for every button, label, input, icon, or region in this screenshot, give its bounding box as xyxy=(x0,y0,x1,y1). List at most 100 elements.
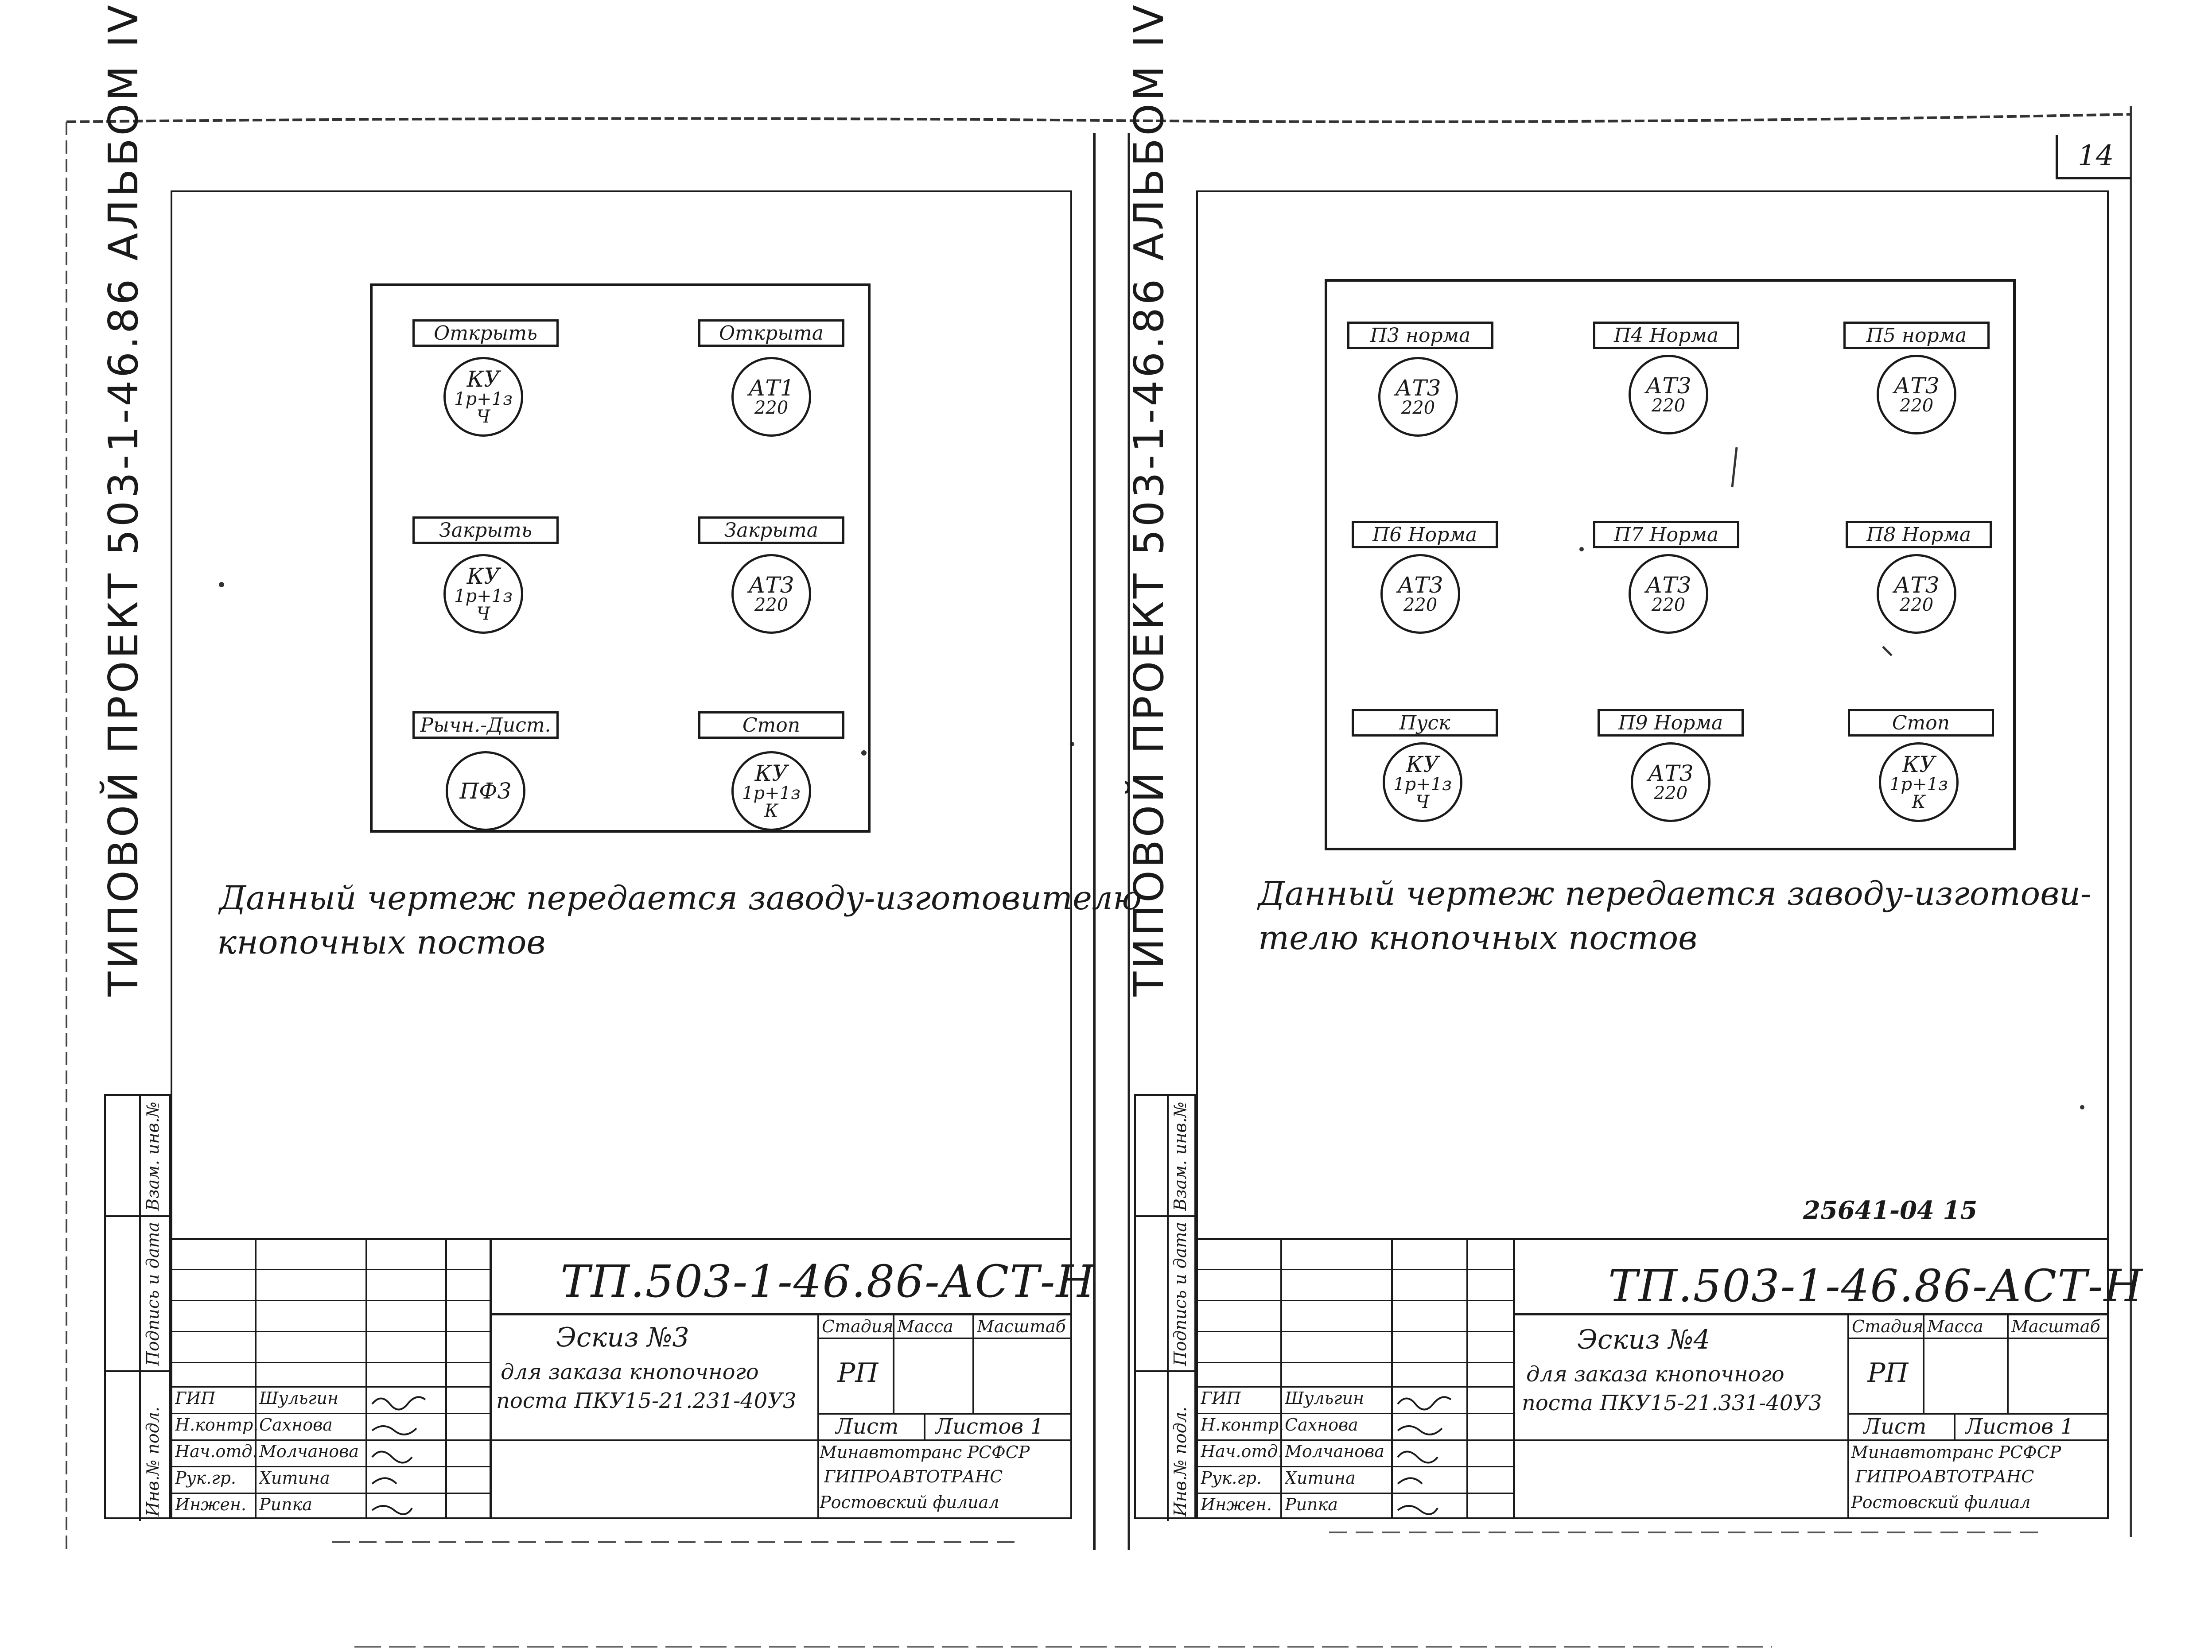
side-field-1: Взам. инв.№ xyxy=(143,1101,163,1211)
title-line-3: поста ПКУ15-21.331-40У3 xyxy=(1522,1391,1822,1415)
button-label: П9 Норма xyxy=(1598,709,1744,737)
note-line-2: телю кнопочных постов xyxy=(1258,919,1698,957)
stage-header: Стадия xyxy=(822,1317,894,1336)
side-field-3: Инв.№ подл. xyxy=(1170,1406,1190,1516)
org-line-1: Минавтотранс РСФСР xyxy=(820,1443,1030,1462)
staff-name: Хитина xyxy=(259,1468,330,1488)
staff-role: ГИП xyxy=(1201,1388,1241,1408)
org-line-2: ГИПРОАВТОТРАНС xyxy=(1855,1467,2034,1486)
staff-name: Сахнова xyxy=(259,1415,333,1435)
album-label-2: ТИПОВОЙ ПРОЕКТ 503-1-46.86 АЛЬБОМ IV xyxy=(1125,2,1173,997)
staff-name: Шульгин xyxy=(259,1388,338,1408)
button-label: П8 Норма xyxy=(1846,521,1992,548)
button-label: П4 Норма xyxy=(1593,322,1739,349)
side-field-2: Подпись и дата xyxy=(143,1222,163,1366)
org-line-3: Ростовский филиал xyxy=(1851,1493,2031,1512)
title-line-2: для заказа кнопочного xyxy=(501,1360,759,1384)
note-line-2: кнопочных постов xyxy=(217,923,546,962)
button-label: Стоп xyxy=(698,711,844,739)
button-label: Открыта xyxy=(698,319,844,347)
note-line-1: Данный чертеж передается заводу-изготови… xyxy=(219,879,1142,917)
staff-name: Хитина xyxy=(1285,1468,1356,1488)
button-label: П5 норма xyxy=(1843,322,1990,349)
staff-name: Рипка xyxy=(1285,1495,1338,1514)
staff-role: ГИП xyxy=(175,1388,216,1408)
org-line-1: Минавтотранс РСФСР xyxy=(1851,1443,2061,1462)
drawing-frame-2 xyxy=(1196,190,2109,1519)
staff-name: Шульгин xyxy=(1285,1388,1364,1408)
drawing-code: ТП.503-1-46.86-АСТ-Н xyxy=(560,1256,1096,1307)
button-label: Стоп xyxy=(1848,709,1994,737)
button-label: Пуск xyxy=(1352,709,1498,737)
title-line-1: Эскиз №4 xyxy=(1577,1324,1711,1355)
side-field-2: Подпись и дата xyxy=(1170,1222,1190,1366)
side-fields-1: Взам. инв.№ Подпись и дата Инв.№ подл. xyxy=(104,1094,172,1521)
staff-name: Сахнова xyxy=(1285,1415,1358,1435)
side-field-1: Взам. инв.№ xyxy=(1170,1101,1190,1211)
scale-header: Масштаб xyxy=(977,1317,1066,1336)
button-label: П3 норма xyxy=(1347,322,1493,349)
stamp-number: 25641-04 15 xyxy=(1803,1196,1978,1225)
staff-name: Молчанова xyxy=(1285,1442,1384,1461)
album-label-1: ТИПОВОЙ ПРОЕКТ 503-1-46.86 АЛЬБОМ IV xyxy=(100,2,147,997)
title-block-2: ТП.503-1-46.86-АСТ-Н Эскиз №4 для заказа… xyxy=(1196,1238,2142,1519)
staff-role: Рук.гр. xyxy=(175,1468,236,1488)
staff-role: Инжен. xyxy=(1201,1495,1272,1514)
sheets-label: Листов 1 xyxy=(1965,1414,2074,1439)
side-fields-2: Взам. инв.№ Подпись и дата Инв.№ подл. xyxy=(1134,1094,1198,1521)
note-line-1: Данный чертеж передается заводу-изготови… xyxy=(1258,875,2091,913)
stage-header: Стадия xyxy=(1852,1317,1924,1336)
mass-header: Масса xyxy=(897,1317,953,1336)
staff-role: Нач.отд. xyxy=(175,1442,258,1461)
title-line-3: поста ПКУ15-21.231-40У3 xyxy=(496,1388,797,1413)
signatures xyxy=(1397,1396,1452,1515)
sheet-number: 14 xyxy=(2078,140,2114,172)
button-label: Закрыта xyxy=(698,516,844,544)
side-field-3: Инв.№ подл. xyxy=(143,1406,163,1516)
org-line-2: ГИПРОАВТОТРАНС xyxy=(824,1467,1003,1486)
button-circle: ПФ3 xyxy=(446,751,525,831)
button-label: Открыть xyxy=(412,319,559,347)
staff-role: Нач.отд. xyxy=(1201,1442,1283,1461)
title-block-1: ТП.503-1-46.86-АСТ-Н Эскиз №3 для заказа… xyxy=(171,1238,1095,1519)
button-label: П6 Норма xyxy=(1352,521,1498,548)
staff-role: Рук.гр. xyxy=(1201,1468,1262,1488)
drawing-frame-1 xyxy=(171,190,1072,1519)
staff-role: Инжен. xyxy=(175,1495,246,1514)
title-line-2: для заказа кнопочного xyxy=(1526,1362,1784,1387)
org-line-3: Ростовский филиал xyxy=(820,1493,999,1512)
staff-name: Молчанова xyxy=(259,1442,359,1461)
drawing-code: ТП.503-1-46.86-АСТ-Н xyxy=(1608,1260,2143,1312)
button-label: Рычн.-Дист. xyxy=(412,711,559,739)
sheet-label: Лист xyxy=(835,1414,899,1439)
staff-role: Н.контр. xyxy=(1201,1415,1284,1435)
sheet-label: Лист xyxy=(1863,1414,1927,1439)
staff-name: Рипка xyxy=(259,1495,312,1514)
mass-header: Масса xyxy=(1927,1317,1983,1336)
stage-value: РП xyxy=(1867,1357,1909,1388)
button-label: Закрыть xyxy=(412,516,559,544)
sheets-label: Листов 1 xyxy=(935,1414,1044,1439)
stage-value: РП xyxy=(837,1357,879,1388)
signatures xyxy=(371,1396,426,1515)
title-line-1: Эскиз №3 xyxy=(556,1322,689,1353)
staff-role: Н.контр. xyxy=(175,1415,259,1435)
button-label: П7 Норма xyxy=(1593,521,1739,548)
scale-header: Масштаб xyxy=(2011,1317,2100,1336)
